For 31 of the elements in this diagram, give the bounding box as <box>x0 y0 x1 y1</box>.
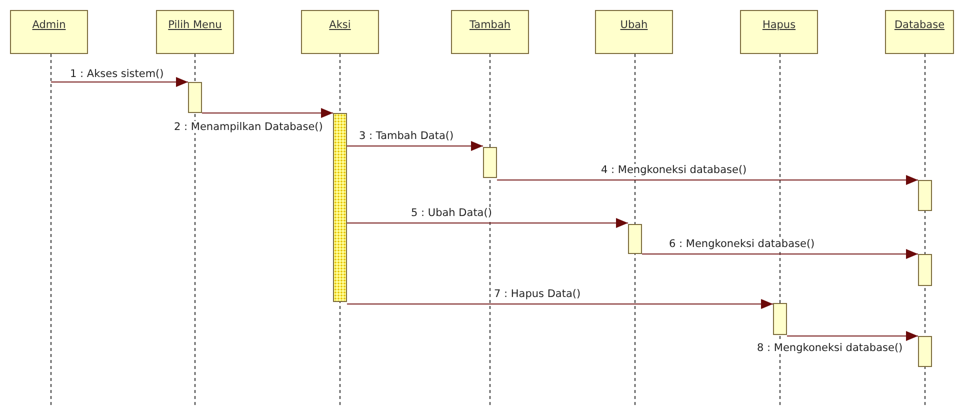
message-arrow <box>346 141 484 151</box>
message-label: 8 : Mengkoneksi database() <box>756 342 904 354</box>
participant-box: Ubah <box>595 10 673 54</box>
message-arrow <box>346 299 774 309</box>
activation-bar <box>918 180 932 211</box>
activation-bar <box>918 336 932 367</box>
activation-bar <box>483 147 497 178</box>
participant-box: Pilih Menu <box>156 10 234 54</box>
activation-bar <box>333 113 347 302</box>
message-arrow <box>346 218 628 228</box>
message-label: 4 : Mengkoneksi database() <box>600 164 748 176</box>
message-label: 6 : Mengkoneksi database() <box>668 238 816 250</box>
message-label: 5 : Ubah Data() <box>410 207 493 219</box>
message-label: 2 : Menampilkan Database() <box>173 121 324 133</box>
participant-box: Database <box>885 10 954 54</box>
message-arrow <box>642 249 918 259</box>
activation-bar <box>918 254 932 286</box>
activation-bar <box>773 303 787 335</box>
message-arrow <box>496 175 918 185</box>
message-label: 3 : Tambah Data() <box>358 130 455 142</box>
participant-box: Hapus <box>740 10 818 54</box>
message-arrow <box>50 77 188 87</box>
message-label: 7 : Hapus Data() <box>493 288 582 300</box>
activation-bar <box>188 82 202 113</box>
participant-box: Aksi <box>301 10 379 54</box>
participant-box: Tambah <box>451 10 529 54</box>
message-arrow <box>202 108 334 118</box>
message-arrow <box>786 331 918 341</box>
message-label: 1 : Akses sistem() <box>69 68 165 80</box>
activation-bar <box>628 224 642 254</box>
participant-box: Admin <box>10 10 88 54</box>
